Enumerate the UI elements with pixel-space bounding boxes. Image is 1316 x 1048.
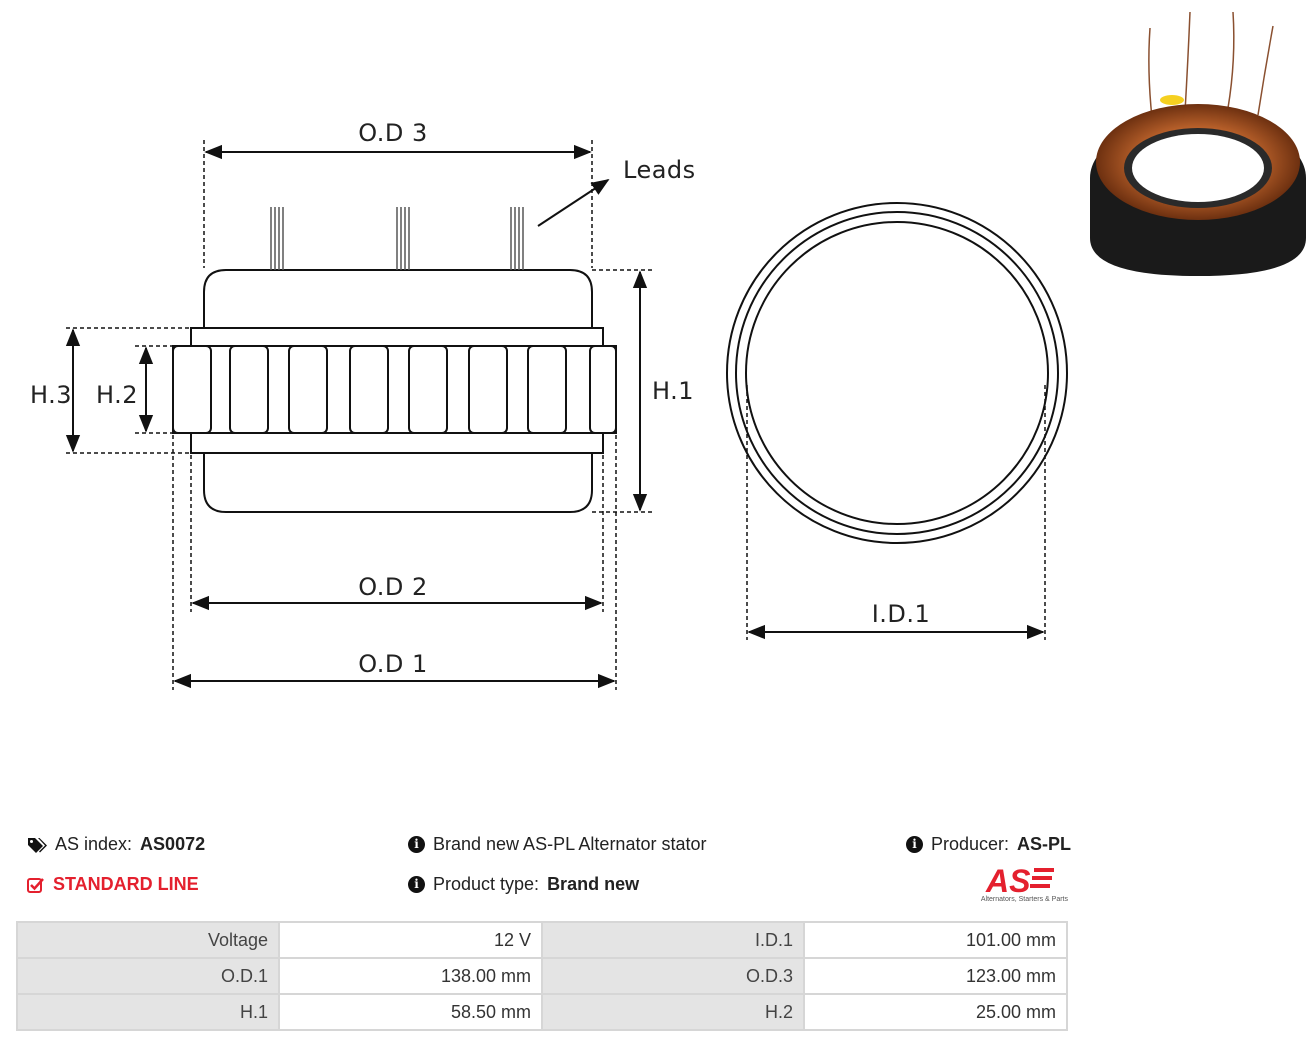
spec-value: 58.50 mm <box>278 993 543 1031</box>
tags-icon <box>28 837 47 853</box>
technical-drawing: O.D 3 Leads H.1 H.3 H.2 O.D 2 O.D 1 I.D.… <box>30 11 1306 690</box>
spec-value: 138.00 mm <box>278 957 543 995</box>
logo-tagline: Alternators, Starters & Parts <box>980 896 1068 903</box>
top-plate <box>190 327 604 347</box>
h3-label: H.3 <box>30 381 72 409</box>
spec-label: O.D.1 <box>16 957 280 995</box>
id1-label: I.D.1 <box>872 600 931 628</box>
table-row: O.D.1 138.00 mm O.D.3 123.00 mm <box>16 957 1068 995</box>
product-type-value: Brand new <box>547 874 640 894</box>
checkbox-icon <box>27 877 44 893</box>
top-view <box>726 202 1068 544</box>
od2-label: O.D 2 <box>358 573 427 601</box>
stator-core <box>172 345 617 434</box>
od1-label: O.D 1 <box>358 650 427 678</box>
spec-label: O.D.3 <box>541 957 805 995</box>
svg-text:AS: AS <box>985 864 1031 896</box>
upper-winding <box>203 269 593 328</box>
description: i Brand new AS-PL Alternator stator <box>408 834 706 855</box>
lower-winding <box>203 453 593 513</box>
producer: i Producer: AS-PL <box>906 834 1071 855</box>
standard-line-label: STANDARD LINE <box>53 874 199 894</box>
info-icon: i <box>906 836 923 853</box>
description-text: Brand new AS-PL Alternator stator <box>433 834 707 854</box>
spec-value: 123.00 mm <box>803 957 1068 995</box>
product-type: i Product type: Brand new <box>408 874 639 895</box>
as-index-label: AS index: <box>55 834 133 854</box>
spec-value: 12 V <box>278 921 543 959</box>
spec-label: H.1 <box>16 993 280 1031</box>
leads-label: Leads <box>623 156 696 184</box>
info-icon: i <box>408 836 425 853</box>
stator-photo <box>1090 11 1306 276</box>
spec-value: 25.00 mm <box>803 993 1068 1031</box>
h2-label: H.2 <box>96 381 138 409</box>
spec-label: I.D.1 <box>541 921 805 959</box>
bottom-plate <box>190 432 604 454</box>
h1-label: H.1 <box>652 377 694 405</box>
product-type-label: Product type: <box>433 874 540 894</box>
as-index: AS index: AS0072 <box>27 834 205 855</box>
spec-label: H.2 <box>541 993 805 1031</box>
as-index-value: AS0072 <box>140 834 206 854</box>
table-row: H.1 58.50 mm H.2 25.00 mm <box>16 993 1068 1031</box>
spec-value: 101.00 mm <box>803 921 1068 959</box>
table-row: Voltage 12 V I.D.1 101.00 mm <box>16 921 1068 959</box>
od3-label: O.D 3 <box>358 119 427 147</box>
producer-value: AS-PL <box>1017 834 1072 854</box>
standard-line: STANDARD LINE <box>27 874 199 895</box>
leads-arrow <box>537 179 610 227</box>
producer-label: Producer: <box>931 834 1010 854</box>
as-logo: AS Alternators, Starters & Parts <box>962 863 1068 906</box>
info-icon: i <box>408 876 425 893</box>
specs-table: Voltage 12 V I.D.1 101.00 mm O.D.1 138.0… <box>16 921 1068 1031</box>
spec-label: Voltage <box>16 921 280 959</box>
lead-wires <box>270 207 524 270</box>
